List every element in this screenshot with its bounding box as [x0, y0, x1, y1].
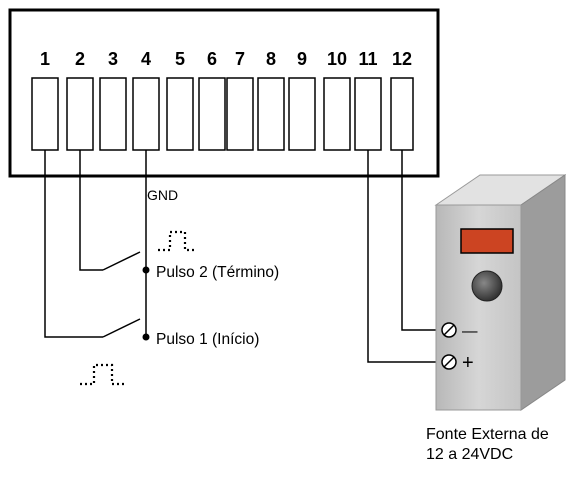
power-supply-knob[interactable]	[471, 270, 503, 302]
terminal-number-5: 5	[175, 49, 185, 69]
power-supply-display	[460, 228, 514, 254]
terminal-slot-9[interactable]	[288, 77, 316, 151]
terminal-slot-1[interactable]	[31, 77, 59, 151]
terminal-slot-3[interactable]	[99, 77, 127, 151]
pulse1-switch	[102, 318, 141, 338]
pulse2-wire	[79, 150, 103, 271]
pulse1-contact	[142, 333, 150, 341]
terminal-number-3: 3	[108, 49, 118, 69]
terminal-slot-2[interactable]	[66, 77, 94, 151]
terminal-slot-10[interactable]	[323, 77, 351, 151]
caption-line-2: 12 a 24VDC	[426, 446, 514, 463]
terminal-slot-8[interactable]	[257, 77, 285, 151]
power-supply: — +	[434, 174, 566, 411]
wires	[44, 150, 444, 363]
minus-terminal	[441, 322, 457, 338]
terminal-number-12: 12	[392, 49, 412, 69]
power-supply-caption: Fonte Externa de 12 a 24VDC	[426, 425, 566, 465]
pulse2-contact	[142, 266, 150, 274]
terminal-slot-7[interactable]	[226, 77, 254, 151]
terminal-number-11: 11	[358, 49, 377, 69]
terminal-number-6: 6	[207, 49, 217, 69]
terminal-number-9: 9	[297, 49, 307, 69]
gnd-label: GND	[147, 187, 178, 203]
pulse2-label: Pulso 2 (Término)	[156, 264, 279, 281]
power-supply-side	[520, 174, 566, 411]
minus-wire	[401, 150, 444, 331]
caption-line-1: Fonte Externa de	[426, 426, 549, 443]
terminal-slot-group	[31, 77, 414, 151]
pulse2-switch	[102, 251, 141, 271]
pulse1-waveform	[80, 363, 124, 386]
plus-label: +	[462, 352, 474, 374]
terminal-number-2: 2	[75, 49, 85, 69]
plus-terminal	[441, 354, 457, 370]
pulse1-wire	[44, 150, 103, 338]
minus-label: —	[462, 323, 478, 340]
terminal-number-8: 8	[266, 49, 276, 69]
terminal-number-10: 10	[327, 49, 347, 69]
pulse1-label: Pulso 1 (Início)	[156, 331, 259, 348]
terminal-slot-11[interactable]	[354, 77, 382, 151]
terminal-slot-4[interactable]	[132, 77, 160, 151]
terminal-slot-6[interactable]	[198, 77, 226, 151]
terminal-slot-12[interactable]	[390, 77, 414, 151]
terminal-slot-5[interactable]	[166, 77, 194, 151]
pulse2-waveform	[158, 230, 197, 252]
plus-wire	[367, 150, 444, 363]
terminal-number-4: 4	[141, 49, 151, 69]
terminal-number-7: 7	[235, 49, 245, 69]
terminal-number-1: 1	[40, 49, 50, 69]
